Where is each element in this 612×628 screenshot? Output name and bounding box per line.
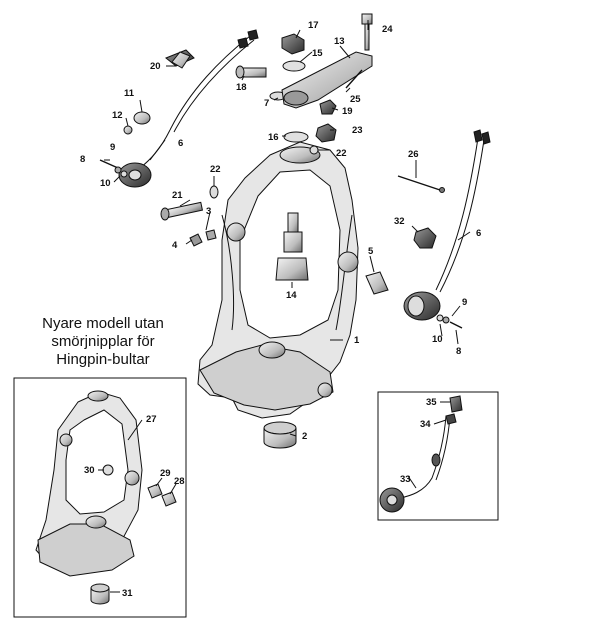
part-28-bushing xyxy=(161,491,177,507)
callout-24: 24 xyxy=(382,24,393,35)
callout-29: 29 xyxy=(160,468,171,479)
callout-12: 12 xyxy=(112,110,123,121)
callout-18: 18 xyxy=(236,82,247,93)
leader-lines xyxy=(98,20,471,593)
part-19-nut xyxy=(319,99,337,115)
callout-10-left: 10 xyxy=(100,178,111,189)
part-18-pin xyxy=(235,65,267,79)
part-16-washer xyxy=(283,131,309,143)
callout-13: 13 xyxy=(334,36,345,47)
callout-7: 7 xyxy=(264,98,269,109)
part-3-4-clips xyxy=(189,229,217,247)
part-31-sleeve xyxy=(90,583,110,605)
callout-26: 26 xyxy=(408,149,419,160)
callout-9-right: 9 xyxy=(462,297,467,308)
callout-4: 4 xyxy=(172,240,178,251)
callout-23: 23 xyxy=(352,125,363,136)
callout-14: 14 xyxy=(286,290,297,301)
part-13-arm xyxy=(281,51,373,109)
part-14-shaft xyxy=(275,212,309,281)
part-6-sensor-upper xyxy=(118,162,152,188)
right-sensor-wire xyxy=(435,129,491,293)
part-24-bolt xyxy=(361,13,373,51)
part-22-washer-left xyxy=(209,185,219,199)
part-12-screw xyxy=(123,125,133,135)
caption-line-3: Hingpin-bultar xyxy=(56,351,150,368)
upper-sensor-wire xyxy=(139,29,259,169)
callout-21: 21 xyxy=(172,190,183,201)
callout-25: 25 xyxy=(350,94,361,105)
callout-22-upper: 22 xyxy=(336,148,347,159)
part-23-nut xyxy=(315,123,337,143)
callout-32: 32 xyxy=(394,216,405,227)
callout-9-left: 9 xyxy=(110,142,115,153)
part-8-9-10-fasteners-right xyxy=(436,314,463,329)
callout-22-left: 22 xyxy=(210,164,221,175)
callout-6-right: 6 xyxy=(476,228,481,239)
callout-34: 34 xyxy=(420,419,431,430)
callout-11: 11 xyxy=(124,88,135,99)
inset-housing xyxy=(35,390,143,577)
part-8-9-10-fasteners-left xyxy=(99,159,128,178)
part-21-bolt xyxy=(160,201,204,221)
callout-8-left: 8 xyxy=(80,154,85,165)
part-20-bracket xyxy=(165,49,195,69)
inset-caption: Nyare modell utan smörjnipplar för Hingp… xyxy=(18,315,188,369)
callout-28: 28 xyxy=(174,476,185,487)
part-2-sleeve xyxy=(263,421,297,449)
part-6-sensor-right xyxy=(403,291,441,321)
callout-numbers: 17 24 13 15 20 18 7 25 19 11 12 6 16 23 … xyxy=(80,20,481,599)
callout-20: 20 xyxy=(150,61,161,72)
callout-5: 5 xyxy=(368,246,374,257)
callout-27: 27 xyxy=(146,414,157,425)
callout-8-right: 8 xyxy=(456,346,461,357)
callout-15: 15 xyxy=(312,48,323,59)
part-26-rod xyxy=(397,175,445,193)
callout-3: 3 xyxy=(206,206,211,217)
part-5-fitting xyxy=(365,271,389,295)
callout-33: 33 xyxy=(400,474,411,485)
callout-1: 1 xyxy=(354,335,360,346)
part-22-washer-upper xyxy=(309,145,319,155)
part-30-washer xyxy=(102,464,114,476)
part-32-nut xyxy=(413,227,437,249)
caption-line-1: Nyare modell utan xyxy=(42,315,164,332)
part-25-pin xyxy=(345,69,363,89)
callout-19: 19 xyxy=(342,106,353,117)
caption-line-2: smörjnipplar för xyxy=(51,333,155,350)
part-29-bushing xyxy=(147,483,163,499)
callout-16: 16 xyxy=(268,132,279,143)
callout-31: 31 xyxy=(122,588,133,599)
harness-assembly xyxy=(379,395,463,513)
part-11-clip xyxy=(133,111,151,125)
callout-6-upper: 6 xyxy=(178,138,183,149)
part-15-washer xyxy=(282,60,306,72)
callout-17: 17 xyxy=(308,20,319,31)
callout-10-right: 10 xyxy=(432,334,443,345)
part-17-nut xyxy=(281,33,305,55)
callout-30: 30 xyxy=(84,465,95,476)
callout-2: 2 xyxy=(302,431,307,442)
callout-35: 35 xyxy=(426,397,437,408)
